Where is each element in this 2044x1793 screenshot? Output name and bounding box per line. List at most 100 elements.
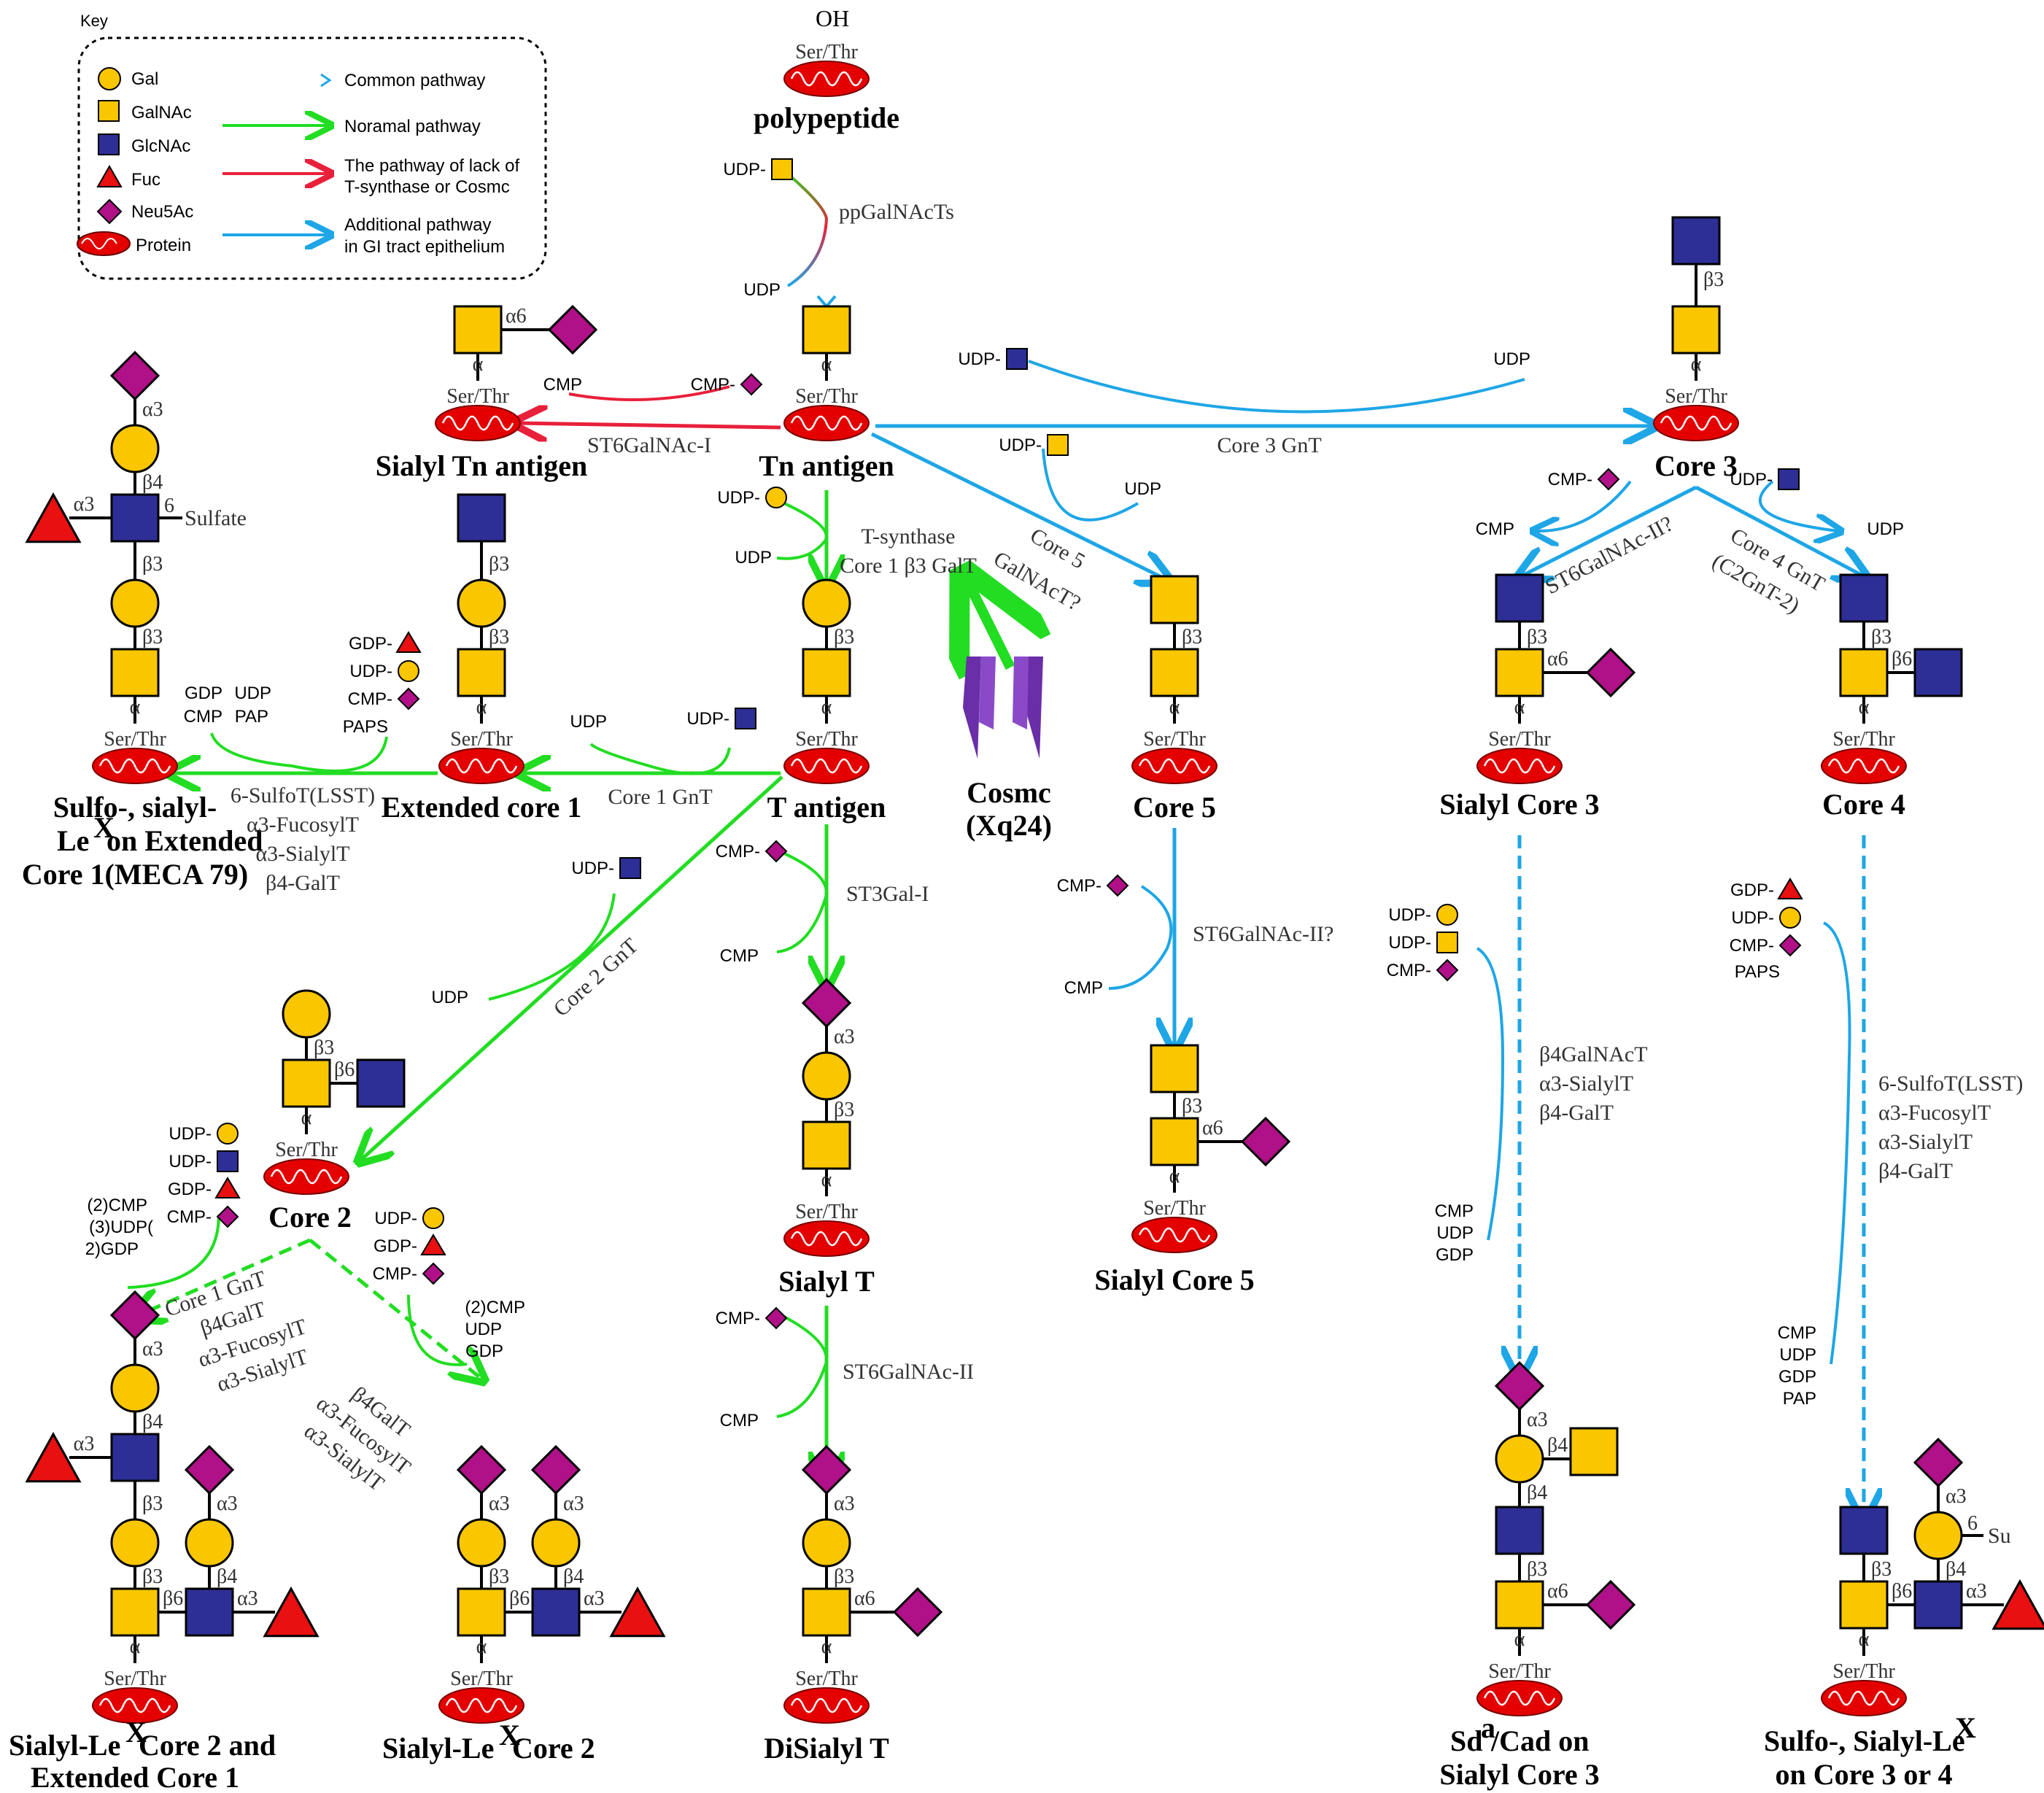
linkage-label: β6 — [1892, 648, 1912, 670]
ser-thr-label: Ser/Thr — [1143, 1197, 1206, 1220]
gal-icon — [398, 660, 419, 682]
nucleotide-label: UDP — [234, 683, 271, 703]
slex-core2-l1a: Sialyl-Le — [382, 1732, 494, 1765]
enzyme-core3gnt: Core 3 GnT — [1217, 433, 1321, 457]
linkage-label: 6 — [1967, 1512, 1978, 1535]
key-red-l1: The pathway of lack of — [344, 156, 519, 176]
ser-thr-label: Ser/Thr — [104, 1668, 166, 1690]
nucleotide-label: UDP- — [571, 859, 614, 878]
enzyme-b4galnact-l1: β4GalNAcT — [1539, 1042, 1648, 1066]
ser-thr-label: Ser/Thr — [275, 1139, 338, 1161]
fuc-icon — [420, 1234, 446, 1255]
sda-l1a: Sd — [1450, 1724, 1483, 1757]
linkage-label: α3 — [834, 1026, 855, 1048]
cosmc-label: Cosmc — [967, 776, 1051, 809]
nucleotide-label: GDP- — [373, 1236, 417, 1256]
nucleotide-label: UDP — [431, 988, 468, 1007]
protein-icon — [263, 1158, 349, 1195]
linkage-label: α3 — [74, 1433, 95, 1455]
galnac-icon — [110, 1587, 160, 1637]
protein-icon — [1476, 748, 1563, 784]
neu5ac-icon — [216, 1205, 239, 1228]
neu5ac-icon — [96, 198, 123, 225]
nucleotide-label: CMP — [720, 946, 759, 966]
nucleotide-label: 2)GDP — [85, 1239, 139, 1259]
linkage-label: α — [1514, 1628, 1525, 1651]
neu5ac-icon — [1597, 468, 1620, 491]
linkage-label: α3 — [489, 1492, 510, 1515]
glcnac-icon — [1495, 1506, 1544, 1555]
linkage-label: β3 — [142, 1565, 163, 1588]
gal-icon — [1436, 904, 1458, 926]
key-title: Key — [80, 12, 108, 30]
linkage-label: α3 — [563, 1492, 584, 1515]
linkage-label: β4 — [217, 1565, 237, 1588]
glcnac-icon — [1778, 468, 1800, 490]
key-blue-l1: Additional pathway — [344, 215, 491, 235]
nucleotide-label: CMP — [1476, 519, 1514, 539]
sulfo-sialyl-l3: Core 1(MECA 79) — [22, 858, 248, 891]
linkage-label: β3 — [1527, 626, 1547, 648]
core2-label: Core 2 — [268, 1201, 352, 1234]
key-blue-l2: in GI tract epithelium — [344, 237, 505, 257]
gal-icon — [802, 578, 851, 628]
gal-icon — [217, 1123, 239, 1145]
key-gal: Gal — [131, 69, 158, 89]
glcnac-icon — [217, 1150, 239, 1172]
galnac-icon — [802, 1587, 851, 1637]
glcnac-icon — [735, 708, 756, 729]
enzyme-st6galnac2q-c5: ST6GalNAc-II? — [1193, 922, 1333, 946]
linkage-label: α3 — [1527, 1409, 1548, 1431]
sulfo-sialyl-l2b: on Extended — [107, 824, 263, 857]
glcnac-icon — [457, 493, 506, 543]
glcnac-icon — [1839, 1506, 1889, 1555]
linkage-label: β6 — [1892, 1580, 1912, 1603]
neu5ac-icon — [764, 840, 788, 863]
glcnac-icon — [110, 493, 160, 543]
nucleotide-label: GDP- — [349, 634, 392, 654]
ser-thr-label: Ser/Thr — [1665, 385, 1727, 408]
key-neu5ac: Neu5Ac — [131, 202, 193, 222]
enzyme-sulfot-l4: β4-GalT — [266, 871, 340, 895]
gal-icon — [531, 1518, 581, 1568]
ser-thr-label: Ser/Thr — [1488, 728, 1551, 751]
glcnac-icon — [1495, 573, 1544, 623]
ser-thr-label: Ser/Thr — [795, 1201, 858, 1223]
slex-ext-l1b: Core 2 and — [139, 1729, 276, 1762]
galnac-icon — [1150, 1117, 1199, 1166]
protein-icon — [438, 1687, 524, 1724]
glcnac-icon — [98, 133, 120, 155]
enzyme-c4-sulfot-l1: 6-SulfoT(LSST) — [1878, 1072, 2023, 1096]
linkage-label: α6 — [1202, 1117, 1223, 1139]
key-normal: Noramal pathway — [344, 117, 481, 136]
nucleotide-label: UDP — [1436, 1223, 1474, 1243]
sda-l1b: /Cad on — [1490, 1724, 1590, 1757]
sda-l2: Sialyl Core 3 — [1439, 1758, 1599, 1791]
nucleotide-label: CMP- — [1548, 470, 1592, 489]
linkage-label: α3 — [834, 1492, 855, 1515]
enzyme-sulfot-l3: α3-SialylT — [255, 842, 349, 866]
nucleotide-label: CMP- — [691, 375, 735, 395]
key-glcnac: GlcNAc — [131, 136, 190, 156]
linkage-label: β3 — [314, 1037, 334, 1059]
ser-thr-label: Ser/Thr — [104, 728, 166, 751]
key-galnac: GalNAc — [131, 103, 192, 123]
galnac-icon — [1495, 1580, 1544, 1630]
ser-thr-label: Ser/Thr — [795, 728, 858, 751]
linkage-label: α6 — [854, 1587, 875, 1610]
disialyl-t-label: DiSialyl T — [764, 1732, 889, 1765]
gal-icon — [457, 578, 506, 628]
gal-icon — [282, 989, 331, 1039]
nucleotide-label: CMP — [720, 1411, 759, 1430]
nucleotide-label: GDP- — [1730, 880, 1774, 900]
gal-icon — [110, 1363, 160, 1413]
enzyme-b4galnact-l2: α3-SialylT — [1539, 1072, 1633, 1096]
linkage-label: α — [821, 1169, 832, 1191]
nucleotide-label: UDP- — [169, 1124, 212, 1144]
nucleotide-label: UDP- — [1388, 933, 1431, 953]
nucleotide-label: UDP- — [1388, 905, 1431, 925]
protein-icon — [77, 231, 131, 256]
nucleotide-label: UDP — [570, 712, 607, 732]
ser-thr-label: Ser/Thr — [1832, 1660, 1895, 1683]
nucleotide-label: UDP — [1493, 349, 1530, 369]
